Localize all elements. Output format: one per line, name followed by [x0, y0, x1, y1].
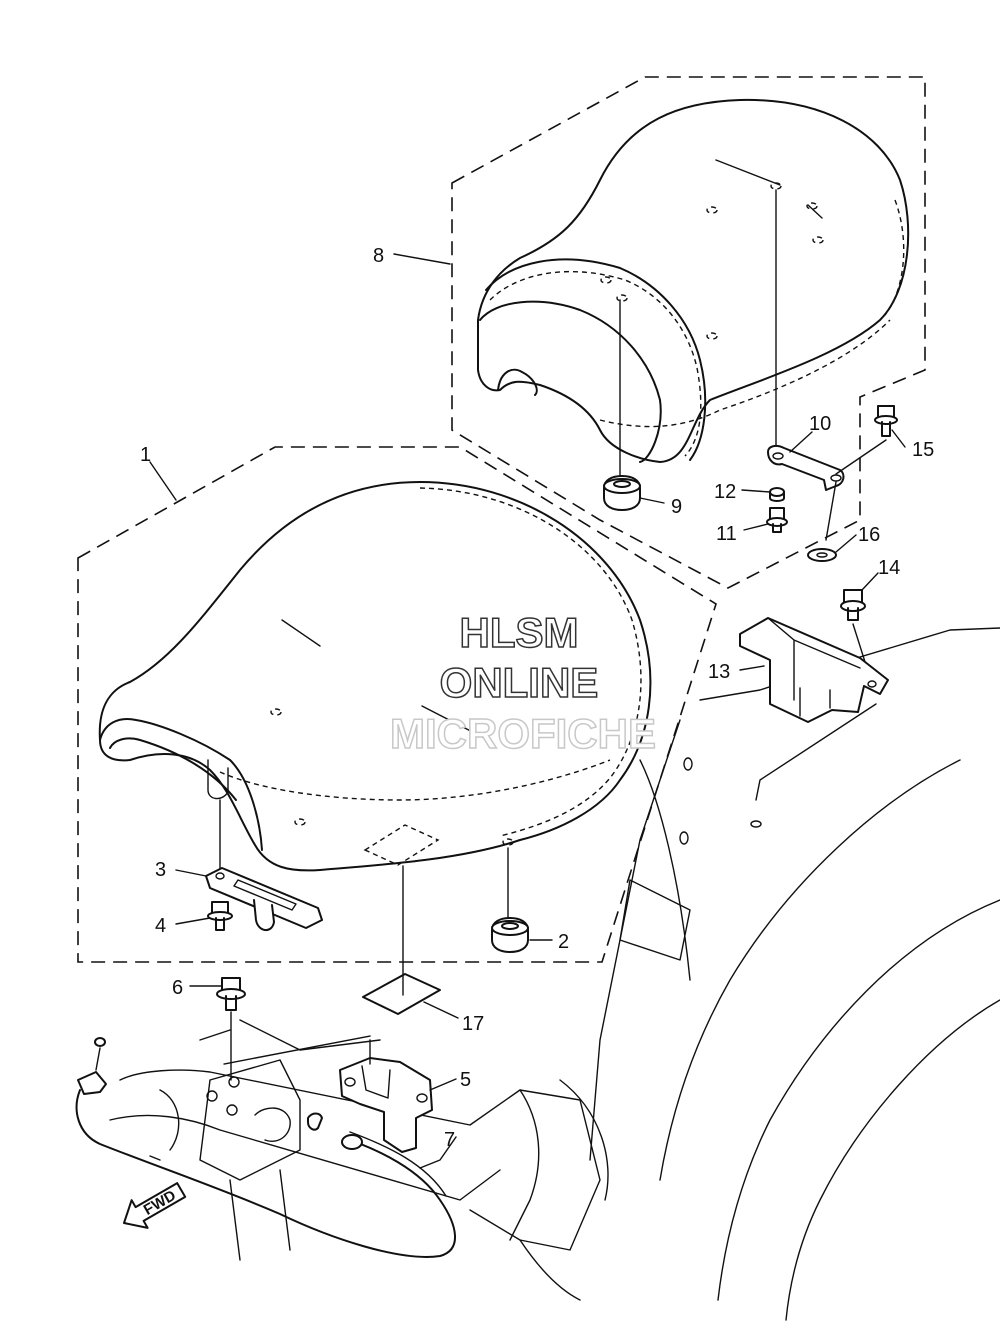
callout-6: 6 [172, 977, 183, 999]
front-seat [98, 481, 652, 921]
callout-17: 17 [462, 1013, 484, 1035]
bolt-4 [207, 901, 233, 931]
callout-3: 3 [155, 859, 166, 881]
callout-9: 9 [671, 496, 682, 518]
lock-holder-5 [223, 1035, 433, 1153]
washer-16 [807, 548, 837, 562]
callout-16: 16 [858, 524, 880, 546]
callout-5: 5 [460, 1069, 471, 1091]
callout-2: 2 [558, 931, 569, 953]
label-17 [362, 865, 441, 1015]
leader-lines [149, 253, 906, 1169]
callout-14: 14 [878, 557, 900, 579]
watermark-line-1: HLSM [460, 609, 579, 656]
forward-direction-arrow: FWD [123, 1182, 187, 1229]
damper-2 [491, 917, 529, 953]
bolt-14 [840, 589, 873, 685]
callout-7: 7 [444, 1129, 455, 1151]
front-seat-assembly-box [77, 446, 717, 963]
watermark-line-2: ONLINE [440, 659, 599, 706]
callout-13: 13 [708, 661, 730, 683]
watermark-line-3: MICROFICHE [390, 710, 656, 757]
rear-seat [477, 98, 910, 481]
callout-1: 1 [140, 444, 151, 466]
bracket-3 [205, 867, 323, 931]
collar-12 [769, 487, 785, 502]
bolt-15 [835, 405, 898, 475]
bolt-11 [766, 507, 788, 533]
callout-10: 10 [809, 413, 831, 435]
cover-13 [739, 617, 889, 828]
cable-7 [75, 1037, 456, 1258]
callout-11: 11 [716, 523, 737, 545]
callout-12: 12 [714, 481, 736, 503]
callout-15: 15 [912, 439, 934, 461]
bracket-10 [767, 444, 845, 541]
callout-8: 8 [373, 245, 384, 267]
damper-9 [603, 475, 641, 511]
bolt-6 [216, 977, 246, 1081]
callout-4: 4 [155, 915, 166, 937]
callout-labels: 1 2 3 4 5 6 7 8 9 10 11 12 13 14 15 16 1… [140, 245, 934, 1151]
watermark: HLSM ONLINE MICROFICHE [389, 608, 657, 758]
